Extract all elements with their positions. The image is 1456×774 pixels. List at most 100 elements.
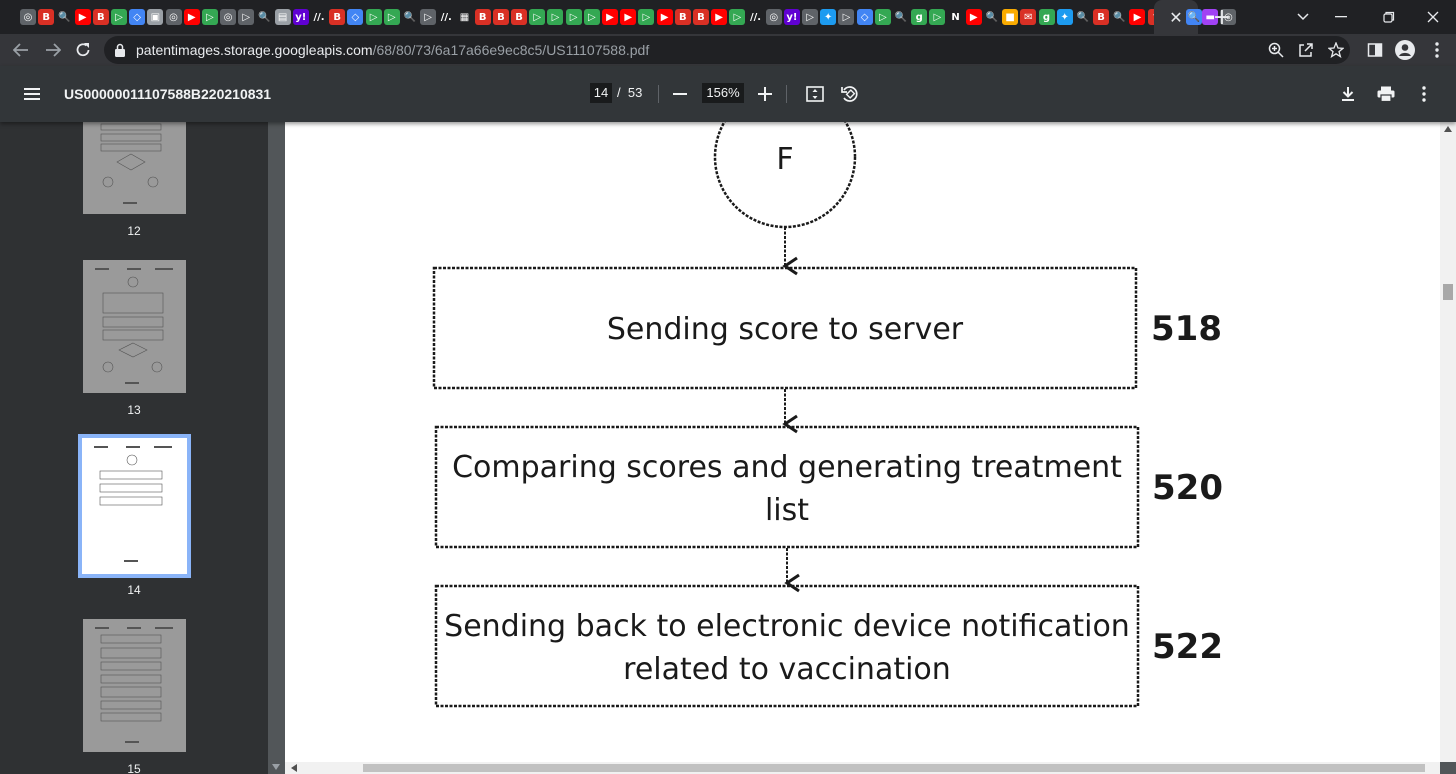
flag-icon[interactable]: ▬ [1202,9,1219,25]
back-button[interactable] [8,37,34,63]
chrome-icon[interactable]: ◎ [165,9,182,25]
chrome-icon[interactable]: ◎ [1220,9,1237,25]
search-icon[interactable]: 🔍 [983,9,1000,25]
pdf-more-button[interactable] [1410,80,1438,108]
youtube-icon[interactable]: ▶ [620,9,637,25]
play-icon[interactable]: ▷ [638,9,655,25]
gmail-icon[interactable]: ✉ [1020,9,1037,25]
play-icon[interactable]: ▷ [838,9,855,25]
close-window-button[interactable] [1410,0,1456,34]
shield-icon[interactable]: ◇ [129,9,146,25]
youtube-icon[interactable]: ▶ [711,9,728,25]
chrome-icon[interactable]: ◎ [220,9,237,25]
profile-button[interactable] [1392,37,1418,63]
bing-icon[interactable]: B [38,9,55,25]
youtube-icon[interactable]: ▶ [74,9,91,25]
youtube-icon[interactable]: ▶ [656,9,673,25]
bookmark-icon[interactable]: ■ [1002,9,1019,25]
forward-button[interactable] [40,37,66,63]
restore-button[interactable] [1366,0,1412,34]
bing-icon[interactable]: B [474,9,491,25]
sidebar-scroll-down-icon[interactable] [272,764,280,770]
page-number-input[interactable]: 14 [590,83,612,103]
page-thumbnail[interactable] [83,122,186,214]
play-icon[interactable]: ▷ [238,9,255,25]
search-icon[interactable]: 🔍 [56,9,73,25]
lock-icon[interactable] [114,43,126,57]
bing-icon[interactable]: B [329,9,346,25]
play-icon[interactable]: ▷ [729,9,746,25]
rotate-button[interactable] [836,80,864,108]
slash-icon[interactable]: //. [438,9,455,25]
slash-icon[interactable]: //. [747,9,764,25]
tab-search-button[interactable] [1280,0,1326,34]
share-button[interactable] [1296,40,1316,60]
youtube-icon[interactable]: ▶ [183,9,200,25]
search-icon[interactable]: 🔍 [1074,9,1091,25]
scrollbar-thumb[interactable] [1443,284,1453,300]
zoom-out-button[interactable] [666,80,694,108]
bing-icon[interactable]: B [492,9,509,25]
twitter-icon[interactable]: ✦ [1056,9,1073,25]
bookmark-star-button[interactable] [1326,40,1346,60]
twitter-icon[interactable]: ✦ [820,9,837,25]
play-icon[interactable]: ▷ [365,9,382,25]
hamburger-menu-icon[interactable] [20,82,44,106]
play-icon[interactable]: ▷ [420,9,437,25]
page-thumbnail[interactable] [83,619,186,752]
side-panel-button[interactable] [1362,37,1388,63]
page-thumbnail-selected[interactable] [78,434,191,578]
grid-icon[interactable]: ▤ [274,9,291,25]
scrollbar-thumb[interactable] [363,764,1425,772]
play-icon[interactable]: ▷ [529,9,546,25]
scroll-left-icon[interactable] [291,764,297,772]
bing-icon[interactable]: B [1093,9,1110,25]
doc-icon[interactable]: ▦ [456,9,473,25]
play-icon[interactable]: ▷ [201,9,218,25]
play-icon[interactable]: ▷ [383,9,400,25]
search-icon[interactable]: 🔍 [893,9,909,25]
youtube-icon[interactable]: ▶ [602,9,618,25]
chrome-icon[interactable]: ◎ [765,9,782,25]
zoom-indicator-button[interactable] [1266,40,1286,60]
bing-icon[interactable]: B [674,9,691,25]
bing-icon[interactable]: B [692,9,709,25]
yahoo-icon[interactable]: y! [783,9,800,25]
search-icon[interactable]: 🔍 [1111,9,1128,25]
play-icon[interactable]: ▷ [110,9,127,25]
bing-icon[interactable]: B [511,9,528,25]
google-g-icon[interactable]: g [1038,9,1055,25]
browser-menu-button[interactable] [1424,37,1450,63]
slash-icon[interactable]: //. [311,9,327,25]
shield-icon[interactable]: ◇ [856,9,873,25]
play-icon[interactable]: ▷ [929,9,946,25]
news-icon[interactable]: N [947,9,964,25]
search-icon[interactable]: 🔍 [1186,9,1202,25]
doc-icon[interactable]: ▣ [147,9,164,25]
play-icon[interactable]: ▷ [583,9,600,25]
youtube-icon[interactable]: ▶ [1129,9,1146,25]
youtube-icon[interactable]: ▶ [965,9,982,25]
bing-icon[interactable]: B [92,9,109,25]
reload-button[interactable] [70,37,96,63]
shield-icon[interactable]: ◇ [347,9,364,25]
print-button[interactable] [1372,80,1400,108]
yahoo-icon[interactable]: y! [292,9,309,25]
scroll-up-icon[interactable] [1444,126,1452,132]
minimize-button[interactable] [1318,0,1364,34]
google-g-icon[interactable]: g [911,9,928,25]
fit-to-page-button[interactable] [801,80,829,108]
page-thumbnail[interactable] [83,260,186,393]
new-tab-button[interactable]: + [1212,4,1232,30]
address-bar[interactable]: patentimages.storage.googleapis.com/68/8… [104,36,1350,64]
vertical-scrollbar[interactable] [1440,122,1456,762]
play-icon[interactable]: ▷ [565,9,582,25]
horizontal-scrollbar[interactable] [285,762,1440,774]
zoom-in-button[interactable] [751,80,779,108]
play-icon[interactable]: ▷ [547,9,564,25]
play-icon[interactable]: ▷ [874,9,891,25]
play-icon[interactable]: ▷ [802,9,819,25]
close-tab-icon[interactable]: ✕ [1169,7,1183,27]
zoom-level-input[interactable]: 156% [702,83,744,103]
chrome-icon[interactable]: ◎ [20,9,36,25]
